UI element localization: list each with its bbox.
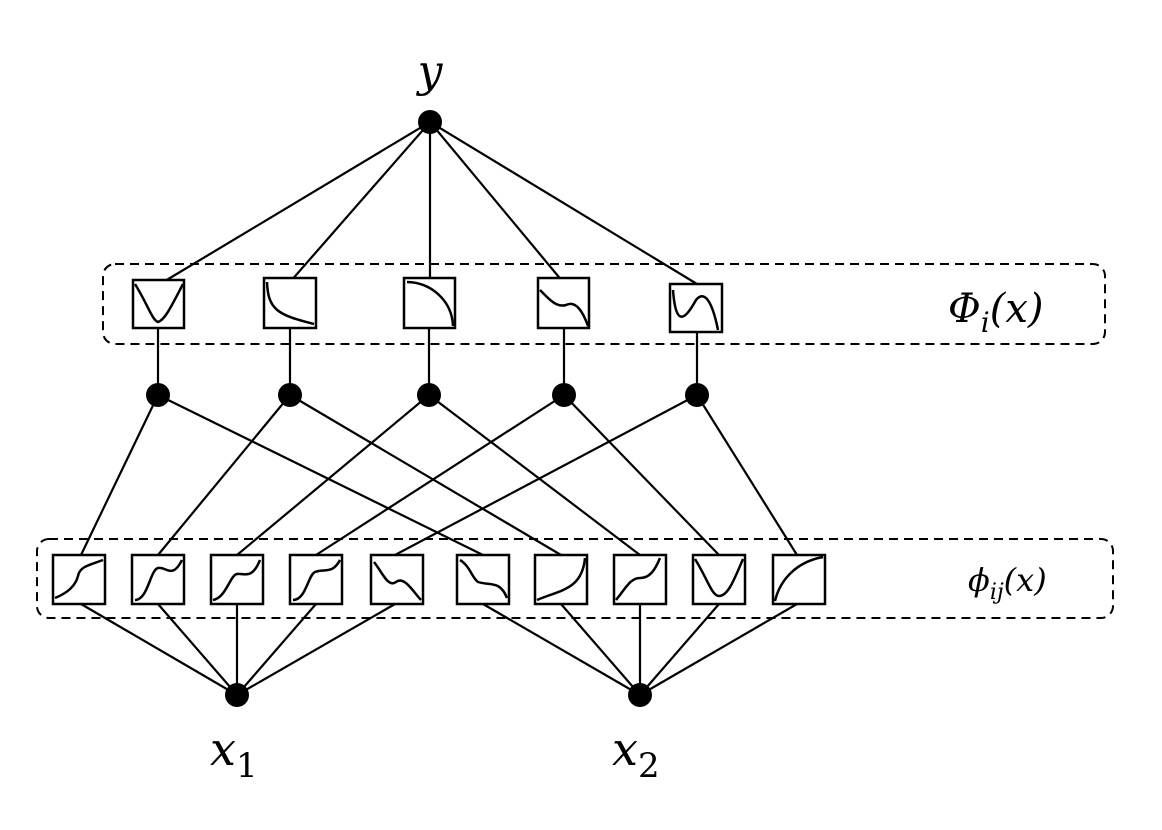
sum-node <box>146 383 170 407</box>
outer-layer-box <box>102 263 1106 345</box>
edge <box>80 394 159 556</box>
edge <box>482 603 641 696</box>
edge <box>236 603 396 696</box>
sum-node <box>685 383 709 407</box>
edge <box>289 121 431 283</box>
edge <box>236 603 317 696</box>
input-node-1 <box>225 683 249 707</box>
function-box <box>262 276 318 330</box>
outer-layer-argument: (x) <box>990 286 1044 332</box>
edge <box>639 603 798 696</box>
inner-layer-subscript: ij <box>990 580 1004 605</box>
function-box <box>455 553 511 606</box>
function-box <box>691 553 747 606</box>
edges-mid-to-inner <box>80 394 798 556</box>
edge <box>639 603 720 696</box>
input-label-1: x1 <box>210 722 258 786</box>
edge <box>563 394 720 556</box>
function-box <box>288 553 344 606</box>
edges-input <box>80 603 798 696</box>
output-node <box>418 110 442 134</box>
edge <box>696 394 798 556</box>
input-label-2: x2 <box>612 722 660 786</box>
function-box <box>533 553 589 606</box>
inner-functions <box>51 553 827 606</box>
sum-node <box>278 383 302 407</box>
function-box <box>536 276 591 330</box>
edges-output <box>159 121 698 285</box>
function-box <box>369 553 425 606</box>
output-label: y <box>416 46 444 97</box>
edge <box>157 394 291 556</box>
edge <box>157 394 484 556</box>
edge <box>315 394 565 556</box>
edge <box>159 121 431 285</box>
input-2-subscript: 2 <box>638 746 660 786</box>
inner-layer-symbol: ϕ <box>968 561 990 599</box>
input-1-subscript: 1 <box>236 746 258 786</box>
edge <box>80 603 238 696</box>
sum-node <box>552 383 576 407</box>
edge <box>289 394 562 556</box>
function-box <box>130 553 186 606</box>
outer-layer-symbol: Φ <box>948 286 981 332</box>
function-box <box>209 553 265 606</box>
outer-functions <box>131 276 724 334</box>
sum-node <box>417 383 441 407</box>
inner-layer-label: ϕij(x) <box>968 561 1047 605</box>
edge <box>429 121 698 285</box>
function-box <box>771 553 827 606</box>
outer-layer-label: Φi(x) <box>948 286 1044 339</box>
outer-layer-subscript: i <box>981 306 990 339</box>
input-node-2 <box>628 683 652 707</box>
function-box <box>51 553 107 606</box>
function-box <box>668 282 724 334</box>
inner-layer-box <box>36 538 1114 619</box>
edge <box>157 603 238 696</box>
function-box <box>402 276 457 330</box>
nodes <box>146 110 709 707</box>
edge <box>560 603 641 696</box>
inner-layer-argument: (x) <box>1004 561 1047 599</box>
function-box <box>612 553 668 606</box>
function-box <box>131 278 186 330</box>
edge <box>428 394 641 556</box>
edge <box>394 394 698 556</box>
edge <box>429 121 564 283</box>
edge <box>236 394 430 556</box>
input-1-symbol: x <box>210 722 236 776</box>
input-2-symbol: x <box>612 722 638 776</box>
